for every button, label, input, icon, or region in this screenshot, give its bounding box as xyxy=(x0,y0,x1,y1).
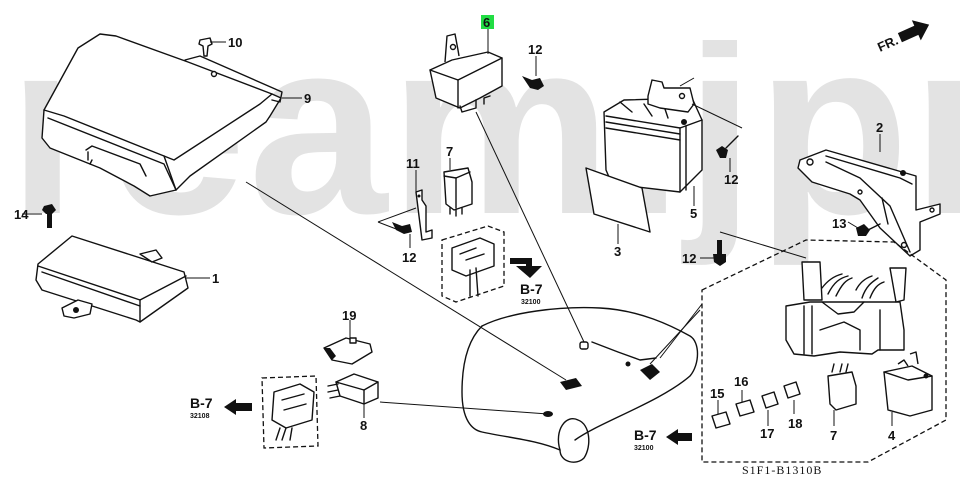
callout-13[interactable]: 13 xyxy=(832,216,846,231)
reference-b7-left[interactable]: B-7 32108 xyxy=(190,395,252,420)
part-3-pad[interactable] xyxy=(585,167,651,233)
part-12-bolt-top[interactable] xyxy=(522,76,544,90)
leader-lines xyxy=(22,28,893,426)
reference-label: B-7 xyxy=(520,281,543,297)
diagram-code: S1F1-B1310B xyxy=(742,463,822,477)
part-12-bolt-mid[interactable] xyxy=(716,135,739,158)
part-6-relay[interactable] xyxy=(429,33,503,113)
part-11-bracket[interactable] xyxy=(415,189,433,241)
front-direction-indicator: FR. xyxy=(875,20,930,55)
part-12-bolt-lower[interactable] xyxy=(713,240,726,266)
highlight-6 xyxy=(481,15,494,29)
callout-3[interactable]: 3 xyxy=(614,244,621,259)
vehicle-outline xyxy=(461,306,699,463)
callout-7-lower[interactable]: 7 xyxy=(830,428,837,443)
callout-19[interactable]: 19 xyxy=(342,308,356,323)
part-12-bolt-left[interactable] xyxy=(392,222,412,234)
part-10-clip[interactable] xyxy=(198,37,213,57)
reference-code: 32100 xyxy=(521,299,541,306)
part-5-module[interactable] xyxy=(603,79,703,193)
connector-center[interactable] xyxy=(441,225,505,303)
callout-12-mid[interactable]: 12 xyxy=(724,172,738,187)
part-8-relay[interactable] xyxy=(327,373,379,405)
front-label: FR. xyxy=(875,33,900,55)
reference-label: B-7 xyxy=(190,395,213,411)
fuse-box-body[interactable] xyxy=(785,261,907,357)
connector-left[interactable] xyxy=(261,375,319,449)
callout-7-upper[interactable]: 7 xyxy=(446,144,453,159)
callout-18[interactable]: 18 xyxy=(788,416,802,431)
reference-code: 32100 xyxy=(634,445,654,452)
callout-9[interactable]: 9 xyxy=(304,91,311,106)
callout-12-left[interactable]: 12 xyxy=(402,250,416,265)
callout-1[interactable]: 1 xyxy=(212,271,219,286)
reference-b7-right[interactable]: B-7 32100 xyxy=(634,427,692,452)
part-17-fuse[interactable] xyxy=(761,391,779,409)
callout-11[interactable]: 11 xyxy=(406,156,420,171)
callout-12-top[interactable]: 12 xyxy=(528,42,542,57)
callout-2[interactable]: 2 xyxy=(876,120,883,135)
part-7-relay-upper[interactable] xyxy=(443,167,473,217)
part-18-fuse[interactable] xyxy=(783,381,801,399)
callout-16[interactable]: 16 xyxy=(734,374,748,389)
part-4-relay[interactable] xyxy=(883,351,933,417)
part-7-relay-lower[interactable] xyxy=(827,363,857,411)
callout-4[interactable]: 4 xyxy=(888,428,896,443)
part-19-clip[interactable] xyxy=(323,337,373,365)
callout-8[interactable]: 8 xyxy=(360,418,367,433)
part-2-bracket[interactable] xyxy=(797,149,941,257)
callout-12-lower[interactable]: 12 xyxy=(682,251,696,266)
front-arrow-icon xyxy=(897,20,930,43)
part-1-control-unit[interactable] xyxy=(35,235,189,323)
callout-labels: 10 9 14 1 6 12 7 11 12 12 5 3 2 13 12 19… xyxy=(14,15,896,443)
callout-14[interactable]: 14 xyxy=(14,207,29,222)
callout-6[interactable]: 6 xyxy=(483,15,490,30)
part-13-bolt[interactable] xyxy=(856,223,881,236)
fuse-box-enclosure[interactable] xyxy=(701,239,947,463)
part-14-bolt[interactable] xyxy=(42,204,56,228)
callout-5[interactable]: 5 xyxy=(690,206,697,221)
reference-b7-center[interactable]: B-7 32100 xyxy=(510,258,543,306)
callout-10[interactable]: 10 xyxy=(228,35,242,50)
part-16-fuse[interactable] xyxy=(735,399,755,417)
callout-15[interactable]: 15 xyxy=(710,386,724,401)
reference-code: 32108 xyxy=(190,413,210,420)
part-15-fuse[interactable] xyxy=(711,411,731,429)
part-9-cover[interactable] xyxy=(41,33,283,197)
reference-label: B-7 xyxy=(634,427,657,443)
callout-17[interactable]: 17 xyxy=(760,426,774,441)
